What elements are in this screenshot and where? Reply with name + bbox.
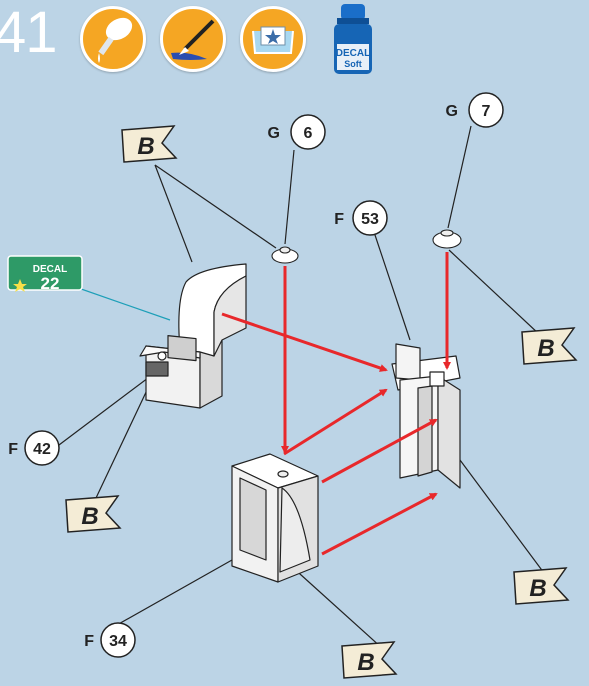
- part-g6-pin: [271, 246, 299, 264]
- svg-text:6: 6: [304, 125, 313, 142]
- svg-text:F: F: [8, 441, 18, 458]
- svg-text:7: 7: [482, 103, 491, 120]
- bottle-label-top: DECAL: [336, 48, 370, 59]
- bottle-label-bottom: Soft: [344, 59, 362, 69]
- decal-number: 22: [41, 274, 60, 293]
- flag-b-right-upper: B: [521, 327, 578, 365]
- part-f34-seat: [231, 453, 319, 583]
- svg-text:G: G: [268, 125, 280, 142]
- glue-applicator-icon: [80, 6, 146, 72]
- callout-f53: F 53: [334, 200, 388, 236]
- svg-text:B: B: [537, 335, 554, 362]
- svg-text:53: 53: [361, 211, 379, 228]
- flag-b-top-left: B: [121, 125, 178, 163]
- svg-text:F: F: [84, 633, 94, 650]
- svg-text:G: G: [446, 103, 458, 120]
- decal-softener-bottle-icon: DECAL Soft: [328, 2, 378, 76]
- svg-text:B: B: [81, 503, 98, 530]
- decal-label: DECAL: [33, 264, 67, 275]
- paint-brush-icon: [160, 6, 226, 72]
- assembly-arrows: [221, 252, 451, 556]
- star-icon: [13, 279, 27, 292]
- svg-text:B: B: [529, 575, 546, 602]
- step-number: 41: [0, 0, 58, 65]
- svg-text:B: B: [137, 133, 154, 160]
- svg-text:34: 34: [109, 633, 127, 650]
- part-f53-frame: [391, 343, 461, 489]
- part-g7-pin: [432, 229, 462, 249]
- svg-text:42: 42: [33, 441, 51, 458]
- part-f42-console: [139, 263, 247, 409]
- svg-text:F: F: [334, 211, 344, 228]
- svg-text:B: B: [357, 649, 374, 676]
- decal-22-tag: DECAL 22: [7, 255, 83, 293]
- flag-b-right-lower: B: [513, 567, 570, 605]
- leader-lines: [54, 125, 545, 649]
- flag-b-left-lower: B: [65, 495, 122, 533]
- callout-g6: G 6: [268, 114, 326, 150]
- callout-f34: F 34: [84, 622, 136, 658]
- callout-g7: G 7: [446, 92, 504, 128]
- decal-water-tray-icon: [240, 6, 306, 72]
- flag-b-bottom: B: [341, 641, 398, 679]
- callout-f42: F 42: [8, 430, 60, 466]
